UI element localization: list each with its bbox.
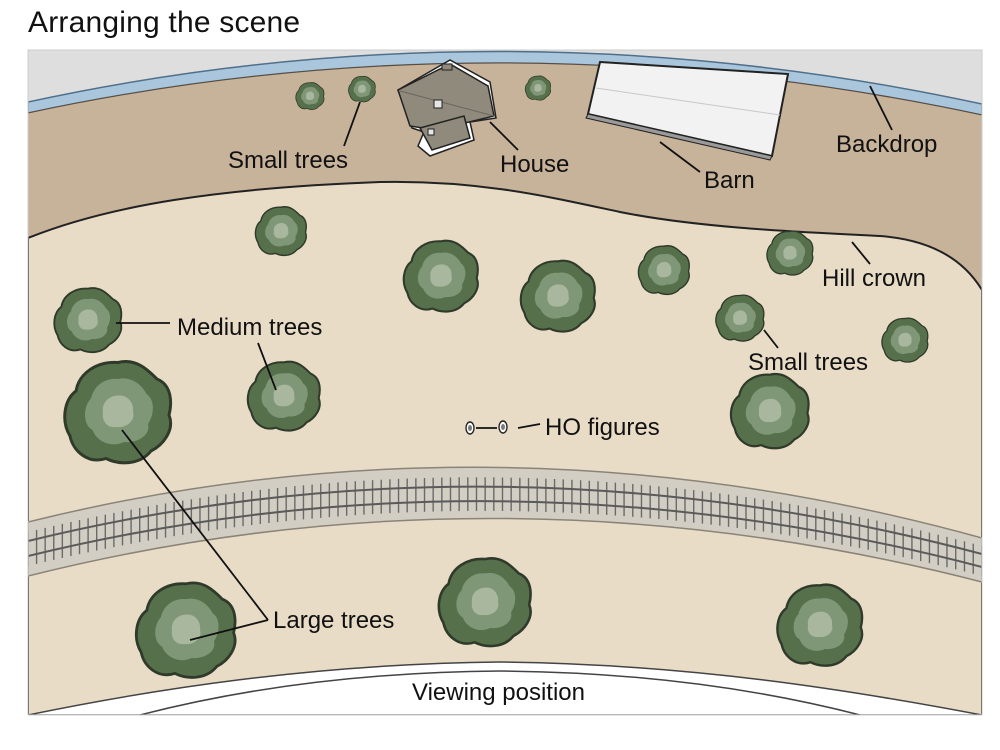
small-tree xyxy=(766,230,814,276)
small-tree xyxy=(295,82,325,110)
medium-tree xyxy=(254,206,307,257)
label-small-trees-top: Small trees xyxy=(228,147,348,174)
large-tree xyxy=(437,556,532,648)
label-backdrop: Backdrop xyxy=(836,131,937,158)
medium-tree xyxy=(637,245,690,296)
scene-frame xyxy=(27,49,983,716)
label-hill-crown: Hill crown xyxy=(822,265,926,292)
label-house: House xyxy=(500,151,569,178)
large-tree xyxy=(776,583,864,667)
house xyxy=(397,59,497,157)
large-tree xyxy=(134,581,237,679)
small-tree xyxy=(348,75,376,103)
label-small-trees-right: Small trees xyxy=(748,349,868,376)
track-ties xyxy=(28,477,982,576)
barn xyxy=(585,60,790,161)
label-large-trees: Large trees xyxy=(273,607,394,634)
medium-tree xyxy=(402,239,479,313)
leader-lines xyxy=(116,85,893,641)
medium-tree xyxy=(729,372,810,450)
label-ho-figures: HO figures xyxy=(545,414,660,441)
ho-figures xyxy=(465,420,508,435)
small-tree xyxy=(881,317,929,363)
large-tree xyxy=(63,360,173,465)
aisle-line xyxy=(139,670,861,715)
medium-tree xyxy=(53,287,123,354)
viewing-aisle xyxy=(28,661,982,715)
medium-tree xyxy=(246,360,321,432)
diagram-title: Arranging the scene xyxy=(28,6,301,39)
track-bed xyxy=(28,466,982,583)
label-barn: Barn xyxy=(704,167,755,194)
label-medium-trees: Medium trees xyxy=(177,314,322,341)
small-tree xyxy=(524,75,551,101)
medium-tree xyxy=(519,259,596,333)
small-tree xyxy=(715,294,765,342)
label-viewing-position: Viewing position xyxy=(412,679,585,706)
rail-inner xyxy=(28,500,982,568)
rail-outer xyxy=(28,485,982,555)
